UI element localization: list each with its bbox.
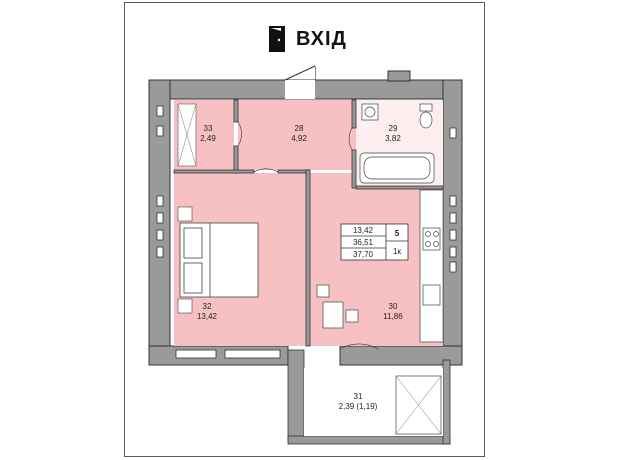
room-33-number: 33 (204, 124, 213, 133)
summary-apartment-number: 5 (395, 229, 400, 238)
summary-rooms-count: 1к (393, 247, 401, 256)
nightstand-bottom (177, 298, 193, 314)
plan-frame (124, 2, 485, 457)
summary-total-with-balcony: 37,70 (353, 250, 374, 259)
room-31-number: 31 (354, 392, 363, 401)
bed (179, 222, 259, 298)
room-29-area: 3,82 (385, 134, 401, 143)
entry-text: ВХІД (296, 27, 347, 50)
room-28-number: 28 (295, 124, 304, 133)
summary-total-area: 36,51 (353, 238, 374, 247)
entry-label: ВХІД (268, 24, 347, 54)
windows (156, 105, 457, 359)
room-28-fill (238, 100, 356, 170)
hall-extension (310, 173, 356, 188)
dining-table (316, 284, 359, 329)
bathroom-fixtures (359, 103, 435, 184)
summary-table (340, 223, 409, 261)
room-33-area: 2,49 (200, 134, 216, 143)
room-32-area: 13,42 (197, 312, 218, 321)
balcony (287, 343, 451, 445)
summary-living-area: 13,42 (353, 226, 374, 235)
room-30-area: 11,86 (383, 312, 403, 321)
room-29-number: 29 (389, 124, 398, 133)
nightstand-top (177, 206, 193, 222)
room-28-area: 4,92 (291, 134, 307, 143)
room-32-number: 32 (203, 302, 212, 311)
entry-door-leaf (284, 65, 316, 81)
interior-walls (173, 99, 444, 347)
kitchen-counter (419, 189, 444, 343)
room-31-area: 2,39 (1,19) (339, 402, 378, 411)
door-icon (269, 26, 285, 52)
entry-door-gap (285, 80, 315, 99)
room-30-number: 30 (389, 302, 398, 311)
